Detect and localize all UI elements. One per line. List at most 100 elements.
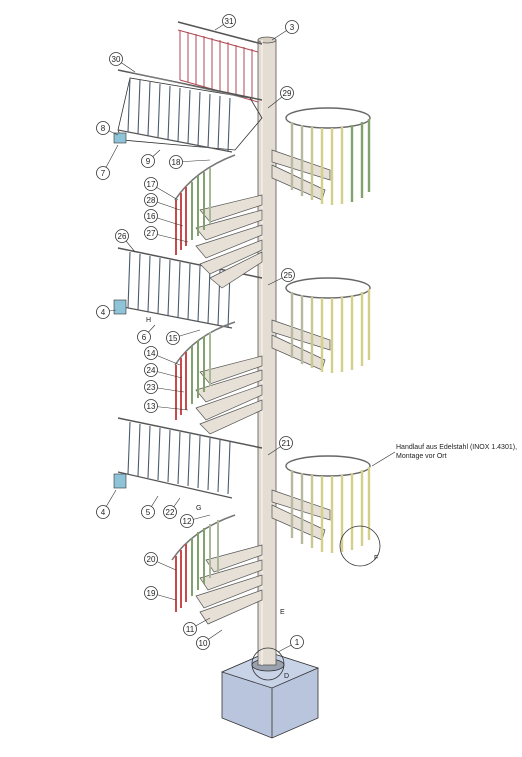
detail-circle-d <box>251 647 285 681</box>
callout-number: 15 <box>169 334 178 343</box>
callout-number: 10 <box>199 639 208 648</box>
callout-4: 4 <box>96 305 117 319</box>
callout-number: 24 <box>147 366 156 375</box>
annotation-line-2: Montage vor Ort <box>396 453 447 460</box>
callout-circle <box>163 505 177 519</box>
callout-13: 13 <box>144 399 189 413</box>
callout-circle <box>222 14 236 28</box>
callout-number: 16 <box>147 212 156 221</box>
callout-number: 11 <box>186 625 195 634</box>
callout-circle <box>109 52 123 66</box>
callout-number: 14 <box>147 349 156 358</box>
callout-number: 19 <box>147 589 156 598</box>
callout-circle <box>280 86 294 100</box>
detail-letter-h: H <box>146 317 151 324</box>
callout-1: 1 <box>277 635 304 653</box>
callout-9: 9 <box>141 149 161 168</box>
callout-10: 10 <box>196 629 223 650</box>
callout-6: 6 <box>137 324 156 344</box>
callout-3: 3 <box>271 20 299 41</box>
detail-letter-f: F <box>374 555 378 562</box>
callout-circle <box>144 586 158 600</box>
callout-number: 18 <box>172 158 181 167</box>
callout-14: 14 <box>144 346 181 366</box>
handrail-annotation: Handlauf aus Edelstahl (INOX 1.4301), Mo… <box>371 444 517 467</box>
callout-circle <box>141 505 155 519</box>
callout-number: 22 <box>166 508 175 517</box>
callout-circle <box>144 399 158 413</box>
callout-number: 4 <box>101 308 106 317</box>
callout-number: 13 <box>147 402 156 411</box>
callout-number: 27 <box>147 229 156 238</box>
callout-number: 17 <box>147 180 156 189</box>
callout-30: 30 <box>109 52 136 73</box>
landing-platform-1 <box>113 69 263 153</box>
callout-number: 3 <box>290 23 295 32</box>
callout-number: 5 <box>146 508 151 517</box>
callout-number: 29 <box>283 89 292 98</box>
callout-circle <box>196 636 210 650</box>
callout-circle <box>144 346 158 360</box>
callout-number: 21 <box>282 439 291 448</box>
callout-22: 22 <box>163 497 181 519</box>
callout-circle <box>144 363 158 377</box>
right-handrail-3 <box>285 455 371 553</box>
callout-circle <box>183 622 197 636</box>
callout-26: 26 <box>115 229 136 253</box>
callout-circle <box>166 331 180 345</box>
callout-circle <box>144 177 158 191</box>
callout-circle <box>137 330 151 344</box>
callout-number: 6 <box>142 333 147 342</box>
callout-24: 24 <box>144 363 183 379</box>
callout-20: 20 <box>144 552 177 571</box>
callout-circle <box>96 121 110 135</box>
callout-21: 21 <box>267 436 293 456</box>
base-block <box>220 651 320 739</box>
callout-circle <box>285 20 299 34</box>
callout-circle <box>96 305 110 319</box>
callout-circle <box>290 635 304 649</box>
callout-number: 25 <box>284 271 293 280</box>
detail-letter-e: E <box>280 609 285 616</box>
callout-circle <box>144 552 158 566</box>
callout-number: 1 <box>295 638 300 647</box>
callout-12: 12 <box>180 514 211 528</box>
callout-11: 11 <box>183 617 211 636</box>
callout-number: 12 <box>183 517 192 526</box>
callout-circle <box>96 166 110 180</box>
callout-number: 28 <box>147 196 156 205</box>
callout-31: 31 <box>214 14 236 31</box>
callout-circle <box>144 193 158 207</box>
callout-29: 29 <box>267 86 294 109</box>
callout-number: 9 <box>146 157 151 166</box>
callout-number: 23 <box>147 383 156 392</box>
detail-circle-f <box>339 525 381 567</box>
callout-circle <box>180 514 194 528</box>
callout-5: 5 <box>141 495 159 519</box>
detail-letter-g: G <box>196 505 201 512</box>
callout-number: 8 <box>101 124 106 133</box>
callout-18: 18 <box>169 155 211 169</box>
callout-circle <box>144 209 158 223</box>
letter-markers: H G F E D <box>146 317 378 680</box>
callout-27: 27 <box>144 226 189 243</box>
callout-4: 4 <box>96 489 117 519</box>
callout-25: 25 <box>267 268 295 286</box>
callout-17: 17 <box>144 177 179 201</box>
top-railing-red <box>177 21 263 103</box>
callout-15: 15 <box>166 329 201 345</box>
callout-circle <box>144 226 158 240</box>
callout-23: 23 <box>144 380 185 394</box>
callout-circle <box>115 229 129 243</box>
left-balusters-flight-2 <box>174 321 236 420</box>
detail-letter-d: D <box>284 673 289 680</box>
right-handrail-1 <box>285 107 371 205</box>
callout-number: 30 <box>112 55 121 64</box>
callout-19: 19 <box>144 586 177 601</box>
annotation-line-1: Handlauf aus Edelstahl (INOX 1.4301), <box>396 444 517 451</box>
callout-circle <box>169 155 183 169</box>
callout-28: 28 <box>144 193 181 211</box>
callout-number: 4 <box>101 508 106 517</box>
